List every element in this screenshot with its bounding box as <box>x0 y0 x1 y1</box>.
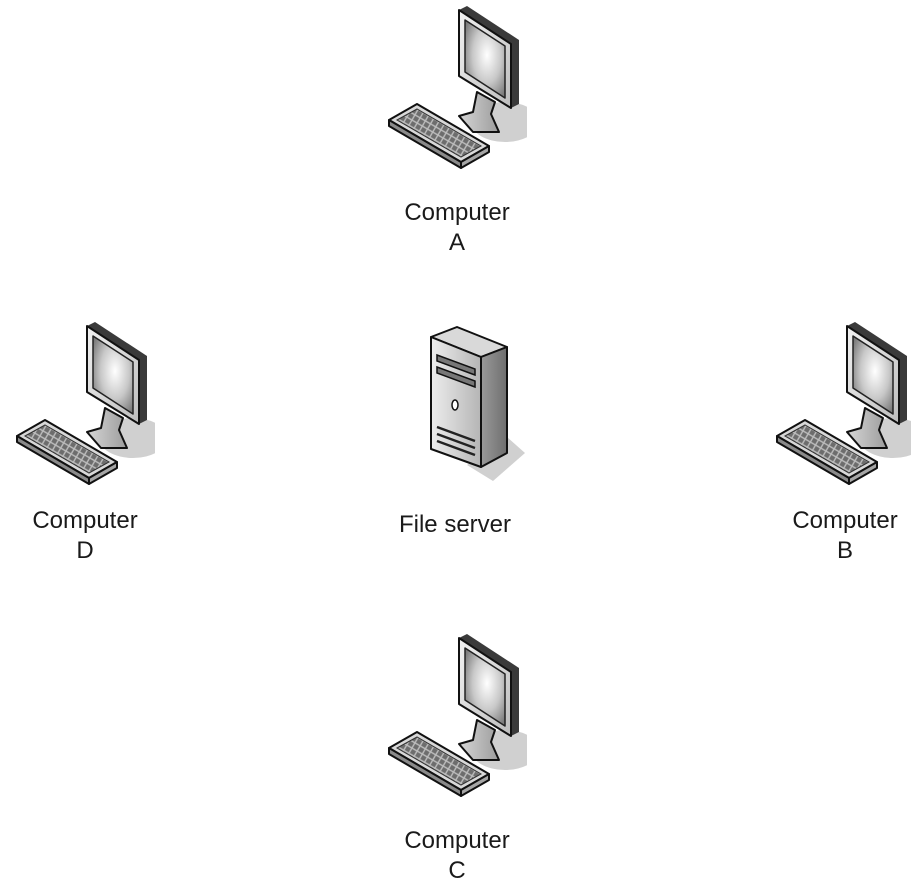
desktop-computer-icon <box>388 5 527 169</box>
computer-d-node: Computer D <box>0 320 185 566</box>
desktop-computer-icon <box>776 321 911 485</box>
computer-c-node: Computer C <box>357 632 557 886</box>
computer-d-label-line2: D <box>76 537 94 564</box>
computer-d-label: Computer D <box>0 506 185 566</box>
computer-a-label-line1: Computer <box>404 199 510 226</box>
file-server-label: File server <box>398 511 512 538</box>
computer-c-label-line1: Computer <box>404 827 510 854</box>
computer-c-label-line2: C <box>448 857 466 884</box>
computer-a-label: Computer A <box>357 198 557 258</box>
computer-a-label-line2: A <box>448 229 465 256</box>
computer-b-label: Computer B <box>745 506 911 566</box>
desktop-computer-icon <box>388 633 527 797</box>
computer-b-label-line2: B <box>836 537 853 564</box>
computer-d-label-line1: Computer <box>32 507 138 534</box>
computer-b-node: Computer B <box>745 320 911 566</box>
file-server-node: File server <box>355 325 555 540</box>
computer-a-node: Computer A <box>357 4 557 258</box>
computer-c-label: Computer C <box>357 826 557 886</box>
server-tower-icon <box>430 326 525 481</box>
desktop-computer-icon <box>16 321 155 485</box>
computer-b-label-line1: Computer <box>792 507 898 534</box>
